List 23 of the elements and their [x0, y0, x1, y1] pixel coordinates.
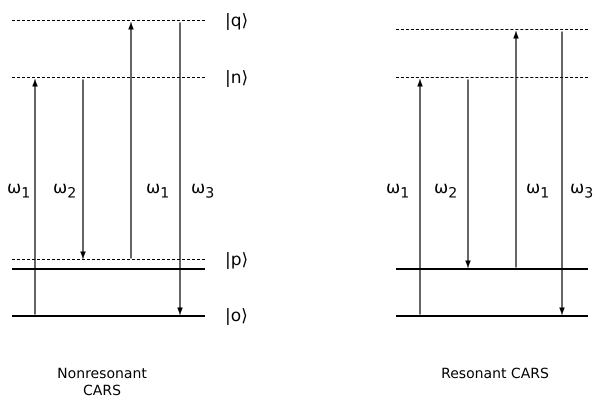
transition-arrow: [417, 80, 423, 314]
state-label: |p⟩: [225, 250, 248, 270]
state-label: |o⟩: [225, 306, 248, 326]
transition-arrow: [465, 80, 471, 268]
virtual-level-line: [12, 20, 205, 21]
transition-arrow: [32, 80, 38, 314]
panel-caption: Resonant CARS: [440, 366, 550, 383]
virtual-level-line: [396, 77, 588, 78]
transition-arrow: [559, 32, 565, 314]
energy-level-line: [396, 268, 588, 270]
energy-level-line: [12, 315, 205, 317]
transition-arrow: [513, 32, 519, 268]
state-label: |n⟩: [225, 68, 248, 88]
virtual-level-line: [396, 29, 588, 30]
transition-arrow: [177, 22, 183, 314]
energy-level-line: [396, 315, 588, 317]
state-label: |q⟩: [225, 11, 248, 31]
transition-arrow: [80, 80, 86, 258]
energy-level-line: [12, 268, 205, 270]
panel-caption: Nonresonant CARS: [56, 366, 148, 400]
virtual-level-line: [12, 259, 205, 260]
virtual-level-line: [12, 77, 205, 78]
transition-arrow: [128, 22, 134, 258]
